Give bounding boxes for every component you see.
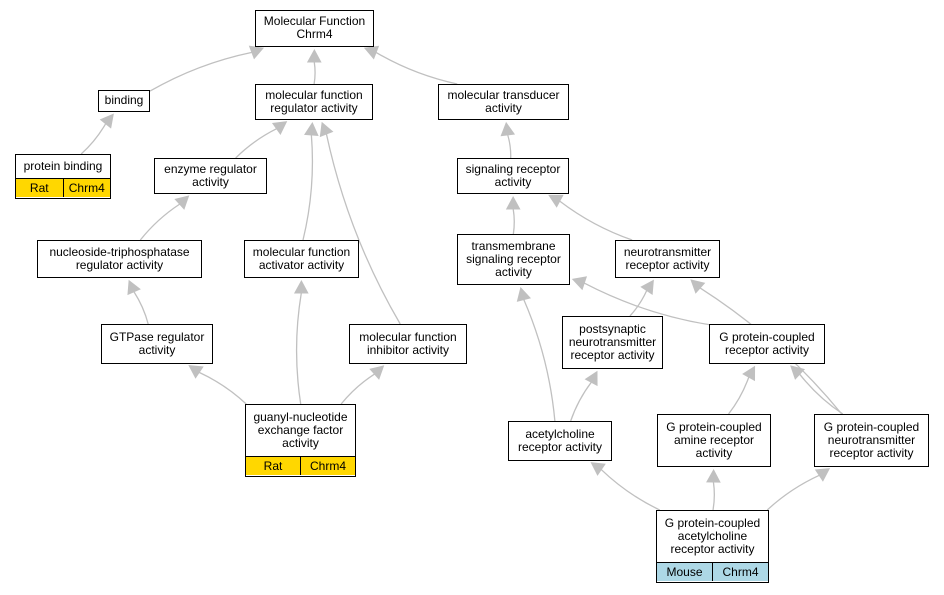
- go-term-node-nt-receptor[interactable]: neurotransmitter receptor activity: [615, 240, 720, 278]
- go-term-label: acetylcholine receptor activity: [517, 426, 603, 454]
- edge-signaling-receptor-to-mol-transducer: [507, 134, 512, 159]
- go-term-node-mf-regulator[interactable]: molecular function regulator activity: [255, 84, 373, 120]
- go-term-node-mol-transducer[interactable]: molecular transducer activity: [438, 84, 569, 120]
- edge-arrowhead: [248, 45, 265, 60]
- go-term-label: G protein-coupled amine receptor activit…: [666, 419, 762, 460]
- edge-gef-to-mf-activator: [295, 292, 302, 405]
- go-term-label: guanyl-nucleotide exchange factor activi…: [253, 410, 348, 451]
- species-rat: Rat: [29, 180, 49, 195]
- go-term-label: transmembrane signaling receptor activit…: [466, 238, 561, 279]
- go-term-label: molecular function activator activity: [252, 244, 351, 272]
- edge-arrowhead: [500, 121, 516, 137]
- edge-mf-activator-to-mf-regulator: [302, 134, 314, 241]
- edge-arrowhead: [690, 279, 706, 294]
- edge-arrowhead: [505, 195, 521, 210]
- go-term-label: protein binding: [23, 159, 103, 174]
- go-term-label: molecular transducer activity: [447, 87, 560, 115]
- edge-gpcr-to-transmembrane-receptor: [583, 282, 710, 326]
- gene-symbol: Chrm4: [300, 457, 355, 476]
- edge-nt-receptor-to-signaling-receptor: [559, 200, 633, 241]
- edge-arrowhead: [304, 121, 319, 137]
- go-term-label: G protein-coupled acetylcholine receptor…: [664, 516, 761, 557]
- go-term-node-mf-activator[interactable]: molecular function activator activity: [244, 240, 359, 278]
- go-term-node-gpcr-ach[interactable]: G protein-coupled acetylcholine receptor…: [656, 510, 769, 583]
- edge-ach-receptor-to-postsynaptic: [570, 381, 592, 422]
- go-term-node-signaling-receptor[interactable]: signaling receptor activity: [457, 158, 569, 194]
- edge-arrowhead: [271, 121, 288, 135]
- edge-enzyme-regulator-to-mf-regulator: [235, 128, 277, 159]
- go-term-label: postsynaptic neurotransmitter receptor a…: [568, 321, 657, 362]
- edge-arrowhead: [706, 468, 721, 483]
- gene-symbol: Chrm4: [62, 179, 111, 198]
- gene-symbol: Chrm4: [712, 563, 768, 582]
- go-term-node-gef[interactable]: guanyl-nucleotide exchange factor activi…: [245, 404, 356, 477]
- edge-arrowhead: [584, 370, 598, 387]
- edge-arrowhead: [640, 279, 654, 295]
- go-term-label: neurotransmitter receptor activity: [623, 244, 712, 272]
- edge-gpcr-ach-to-gpcr-amine: [712, 481, 715, 511]
- edge-arrowhead: [742, 365, 756, 382]
- go-term-node-postsynaptic[interactable]: postsynaptic neurotransmitter receptor a…: [562, 316, 663, 369]
- go-term-node-gtpase-regulator[interactable]: GTPase regulator activity: [101, 324, 213, 364]
- edge-gef-to-mf-inhibitor: [340, 373, 375, 405]
- go-term-node-gpcr[interactable]: G protein-coupled receptor activity: [709, 324, 825, 364]
- edge-gef-to-gtpase-regulator: [198, 371, 247, 405]
- edge-arrowhead: [293, 279, 309, 294]
- edge-mf-inhibitor-to-mf-regulator: [325, 133, 401, 325]
- edge-arrowhead: [571, 276, 588, 291]
- edge-arrowhead: [369, 365, 385, 380]
- edge-arrowhead: [99, 113, 114, 129]
- go-term-node-ntpase-regulator[interactable]: nucleoside-triphosphatase regulator acti…: [37, 240, 202, 278]
- edge-arrowhead: [174, 195, 190, 210]
- go-term-label: Molecular Function Chrm4: [263, 14, 366, 42]
- edge-postsynaptic-to-nt-receptor: [629, 290, 648, 317]
- edge-gpcr-ach-to-ach-receptor: [600, 469, 661, 511]
- edge-mf-regulator-to-mf-root: [313, 61, 316, 85]
- edge-gpcr-ach-to-gpcr-nt: [766, 474, 820, 511]
- edge-protein-binding-to-binding: [80, 123, 107, 155]
- go-term-label: molecular function inhibitor activity: [359, 329, 457, 357]
- edge-arrowhead: [814, 468, 831, 482]
- annotation-row: Mouse Chrm4: [657, 562, 768, 582]
- species-mouse: Mouse: [666, 564, 703, 579]
- go-term-node-transmembrane-receptor[interactable]: transmembrane signaling receptor activit…: [457, 234, 570, 285]
- edge-mol-transducer-to-mf-root: [375, 51, 458, 85]
- go-term-label: binding: [104, 93, 144, 108]
- go-term-label: enzyme regulator activity: [164, 161, 257, 189]
- go-term-node-mf-root[interactable]: Molecular Function Chrm4: [255, 10, 374, 47]
- go-term-node-ach-receptor[interactable]: acetylcholine receptor activity: [508, 421, 612, 461]
- go-term-node-mf-inhibitor[interactable]: molecular function inhibitor activity: [349, 324, 467, 364]
- species-rat: Rat: [263, 458, 283, 473]
- go-term-label: signaling receptor activity: [465, 161, 561, 189]
- edge-arrowhead: [188, 365, 204, 379]
- edge-arrowhead: [548, 194, 564, 208]
- edge-arrowhead: [306, 48, 322, 63]
- go-term-label: nucleoside-triphosphatase regulator acti…: [49, 244, 190, 272]
- edge-binding-to-mf-root: [149, 51, 253, 92]
- edge-ntpase-regulator-to-enzyme-regulator: [139, 203, 181, 241]
- edge-transmembrane-receptor-to-signaling-receptor: [512, 208, 515, 235]
- go-term-node-binding[interactable]: binding: [98, 90, 150, 112]
- go-term-label: GTPase regulator activity: [109, 329, 205, 357]
- edge-gpcr-amine-to-gpcr: [728, 376, 750, 415]
- edge-gtpase-regulator-to-ntpase-regulator: [133, 291, 149, 325]
- edge-arrowhead: [363, 45, 380, 60]
- go-term-label: G protein-coupled neurotransmitter recep…: [823, 419, 920, 460]
- go-term-node-enzyme-regulator[interactable]: enzyme regulator activity: [154, 158, 267, 194]
- annotation-row: Rat Chrm4: [16, 178, 111, 198]
- edge-ach-receptor-to-transmembrane-receptor: [523, 299, 556, 422]
- go-term-label: G protein-coupled receptor activity: [719, 329, 815, 357]
- edge-arrowhead: [127, 279, 141, 296]
- annotation-row: Rat Chrm4: [246, 456, 355, 476]
- go-term-label: molecular function regulator activity: [265, 87, 363, 115]
- edge-arrowhead: [319, 121, 334, 138]
- edge-arrowhead: [590, 462, 606, 476]
- edge-arrowhead: [516, 286, 531, 302]
- go-term-node-gpcr-amine[interactable]: G protein-coupled amine receptor activit…: [657, 414, 771, 467]
- go-term-node-gpcr-nt[interactable]: G protein-coupled neurotransmitter recep…: [814, 414, 929, 467]
